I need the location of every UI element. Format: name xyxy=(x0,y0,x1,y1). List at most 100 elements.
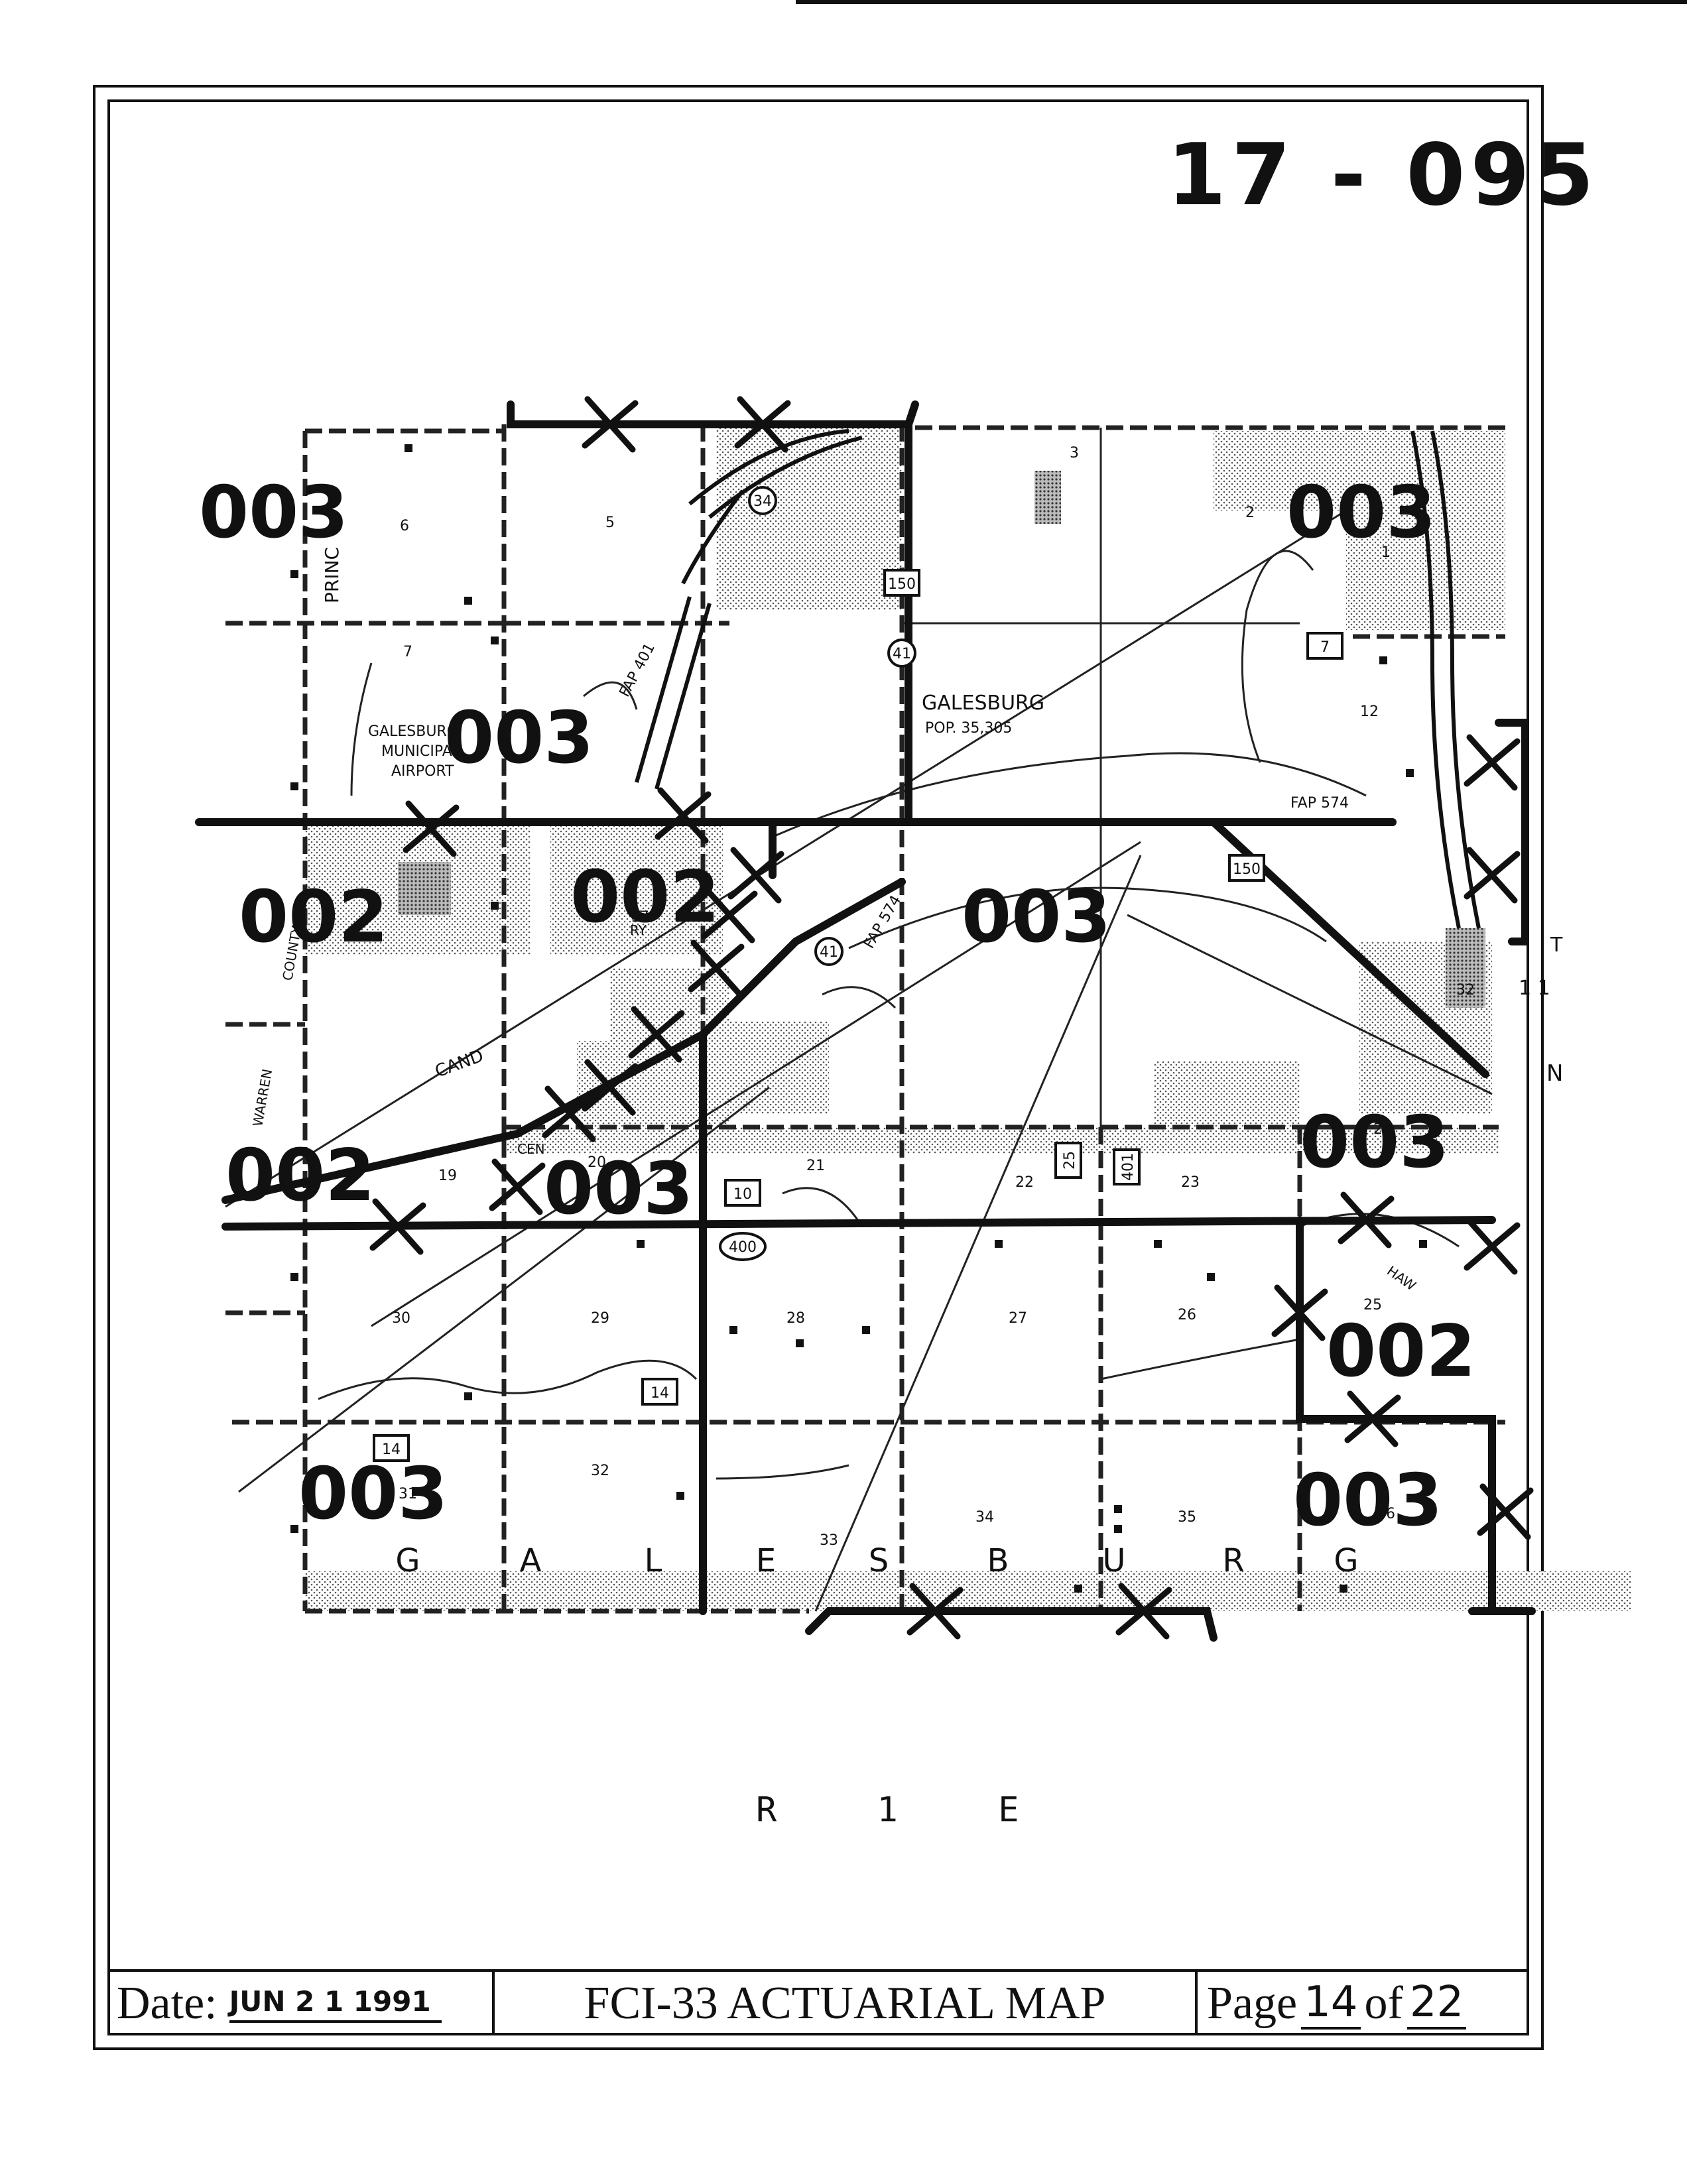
rating-zone-code: 002 xyxy=(225,1134,375,1217)
x-mark xyxy=(582,1059,639,1116)
route-label: 41 xyxy=(820,944,838,961)
section-number: 28 xyxy=(786,1310,805,1327)
place-label-cen: CEN xyxy=(517,1141,545,1157)
date-stamp: JUN 2 1 1991 xyxy=(229,1985,442,2023)
route-label: 150 xyxy=(888,576,916,593)
township-letter: U xyxy=(1102,1542,1125,1579)
page-number: 14 xyxy=(1301,1978,1361,2030)
x-mark xyxy=(701,886,758,943)
route-shield: 14 xyxy=(641,1378,678,1406)
rating-zone-code: 003 xyxy=(1300,1101,1449,1184)
section-number: 24 xyxy=(1373,1121,1392,1138)
x-mark xyxy=(655,787,712,844)
rating-zone-code: 003 xyxy=(444,697,594,780)
route-shield: FAP 401 xyxy=(617,640,658,699)
township-label-t: T xyxy=(1550,934,1563,957)
rating-zone-code: 003 xyxy=(962,876,1111,959)
x-mark xyxy=(489,1158,546,1215)
route-shield: 7 xyxy=(1306,632,1343,660)
township-label-n: N xyxy=(1546,1060,1563,1087)
zone-boundaries xyxy=(195,400,1536,1642)
section-number: 27 xyxy=(1009,1310,1027,1327)
township-letter: A xyxy=(520,1542,542,1579)
airport-label-line1: GALESBURG xyxy=(368,723,458,740)
route-label: 25 xyxy=(1062,1151,1078,1170)
township-letter: G xyxy=(1334,1542,1358,1579)
outer-frame xyxy=(93,85,1544,2050)
section-number: 22 xyxy=(1015,1174,1034,1191)
route-shield: 10 xyxy=(724,1179,761,1207)
section-number: 20 xyxy=(588,1154,606,1171)
date-cell: Date: JUN 2 1 1991 xyxy=(107,1972,495,2035)
section-number: 34 xyxy=(975,1509,994,1526)
x-mark xyxy=(1477,1483,1534,1540)
township-letter: E xyxy=(756,1542,776,1579)
section-number: 5 xyxy=(605,515,615,531)
x-mark xyxy=(1271,1284,1328,1341)
place-label-princeton: PRINC xyxy=(321,547,343,603)
page-cell: Page 14 of 22 xyxy=(1198,1972,1529,2035)
top-rule xyxy=(796,0,1687,4)
section-number: 31 xyxy=(399,1486,417,1502)
x-mark xyxy=(1464,1218,1521,1275)
route-label: FAP 401 xyxy=(617,640,658,699)
rating-zone-code: 002 xyxy=(570,856,719,939)
boundary-x-marks xyxy=(369,396,1534,1640)
section-number: 23 xyxy=(1181,1174,1200,1191)
x-mark xyxy=(688,940,745,997)
rating-zone-code: 003 xyxy=(298,1453,448,1536)
place-label-haw: HAW xyxy=(1384,1262,1419,1294)
page-total: 22 xyxy=(1406,1978,1467,2030)
route-label: 14 xyxy=(651,1385,669,1402)
route-label: 150 xyxy=(1233,861,1261,878)
city-name: GALESBURG xyxy=(922,692,1044,715)
township-letter: G xyxy=(395,1542,420,1579)
route-shield: 34 xyxy=(748,486,777,515)
farmsteads xyxy=(290,444,1427,1593)
township-label-number: 1 1 xyxy=(1519,977,1550,1000)
x-mark xyxy=(734,396,791,453)
section-number: 25 xyxy=(1363,1297,1382,1313)
section-number: 1 xyxy=(1381,544,1391,561)
section-grid xyxy=(225,424,1505,1614)
route-label: 7 xyxy=(1320,639,1330,656)
route-label: 10 xyxy=(733,1186,752,1203)
township-letter: S xyxy=(869,1542,889,1579)
x-mark xyxy=(1338,1191,1395,1248)
x-mark xyxy=(1344,1390,1401,1447)
route-label: FAP 574 xyxy=(1290,795,1349,812)
x-mark xyxy=(906,1583,964,1640)
township-letter: R xyxy=(1222,1542,1244,1579)
map-number: 17 - 095 xyxy=(1167,126,1599,225)
inner-frame xyxy=(107,99,1529,2035)
page-label: Page xyxy=(1207,1978,1298,2029)
route-shield: 150 xyxy=(883,569,920,597)
route-shield: 41 xyxy=(814,937,844,966)
section-number: 17 xyxy=(631,909,649,926)
route-label: 14 xyxy=(382,1441,401,1458)
route-label: 41 xyxy=(893,646,911,662)
highway-corridors xyxy=(635,429,1481,929)
x-mark xyxy=(369,1198,426,1255)
township-letter: L xyxy=(645,1542,662,1579)
title-block: Date: JUN 2 1 1991 FCI-33 ACTUARIAL MAP … xyxy=(107,1969,1529,2035)
section-number: 32 xyxy=(591,1463,609,1479)
route-shield: FAP 574 xyxy=(1290,795,1349,812)
place-label-cand: CAND xyxy=(432,1046,486,1082)
x-mark xyxy=(628,1006,685,1063)
section-number: 21 xyxy=(806,1158,825,1174)
section-number: 3 xyxy=(1070,445,1079,461)
section-number: 29 xyxy=(591,1310,609,1327)
rating-zone-code: 003 xyxy=(199,471,348,554)
rating-zone-code: 002 xyxy=(239,876,388,959)
section-number: 19 xyxy=(438,1168,457,1184)
section-number: 30 xyxy=(392,1310,410,1327)
rating-zone-code: 003 xyxy=(544,1148,693,1231)
section-number: 6 xyxy=(400,518,409,534)
section-number: 7 xyxy=(403,644,412,660)
